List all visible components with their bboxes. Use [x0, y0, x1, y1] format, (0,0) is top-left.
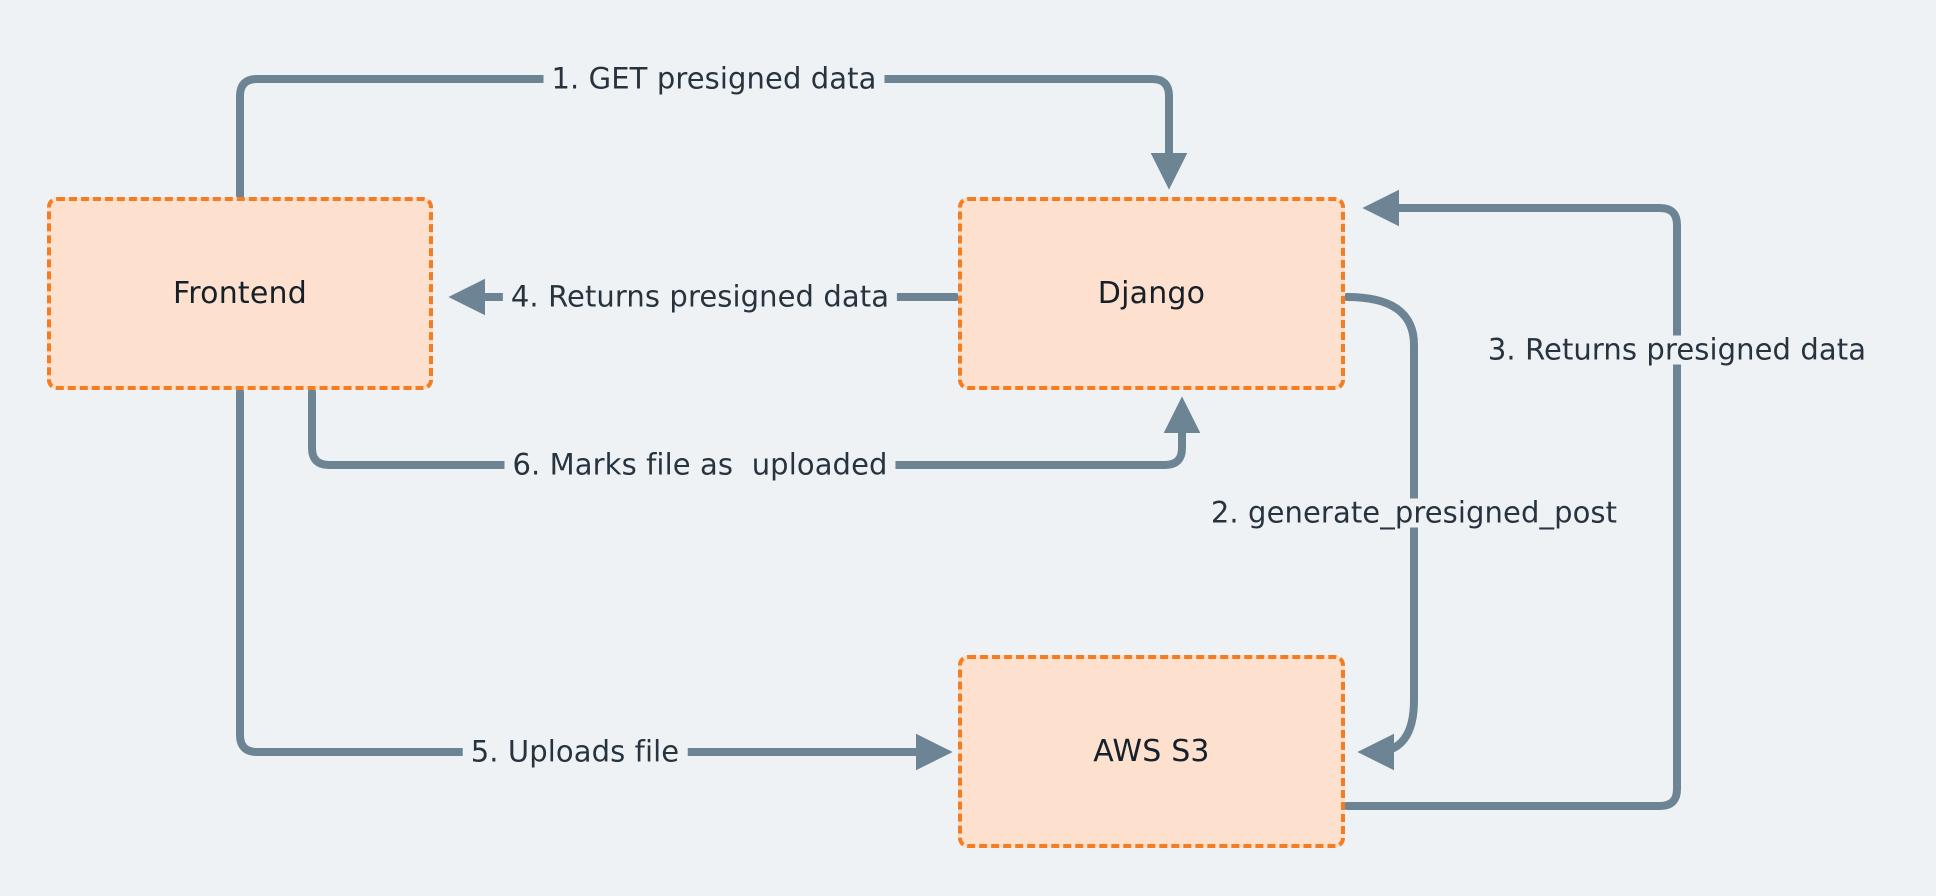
edge-path-3: [1343, 189, 1681, 810]
edge-label-4: 4. Returns presigned data: [502, 282, 898, 312]
edge-label-1: 1. GET presigned data: [543, 64, 885, 94]
edge-label-6: 6. Marks file as uploaded: [504, 450, 896, 480]
edge-path-2: [1343, 293, 1418, 771]
edge-path-5: [236, 388, 953, 771]
node-frontend[interactable]: Frontend: [47, 197, 433, 390]
node-django[interactable]: Django: [958, 197, 1345, 390]
node-frontend-label: Frontend: [173, 276, 307, 311]
node-django-label: Django: [1097, 276, 1206, 311]
node-aws-s3-label: AWS S3: [1093, 734, 1210, 769]
node-aws-s3[interactable]: AWS S3: [958, 655, 1345, 848]
edge-label-2: 2. generate_presigned_post: [1202, 498, 1626, 528]
edge-path-1: [236, 75, 1188, 200]
edge-label-5: 5. Uploads file: [462, 737, 688, 767]
edge-label-3: 3. Returns presigned data: [1479, 335, 1875, 365]
